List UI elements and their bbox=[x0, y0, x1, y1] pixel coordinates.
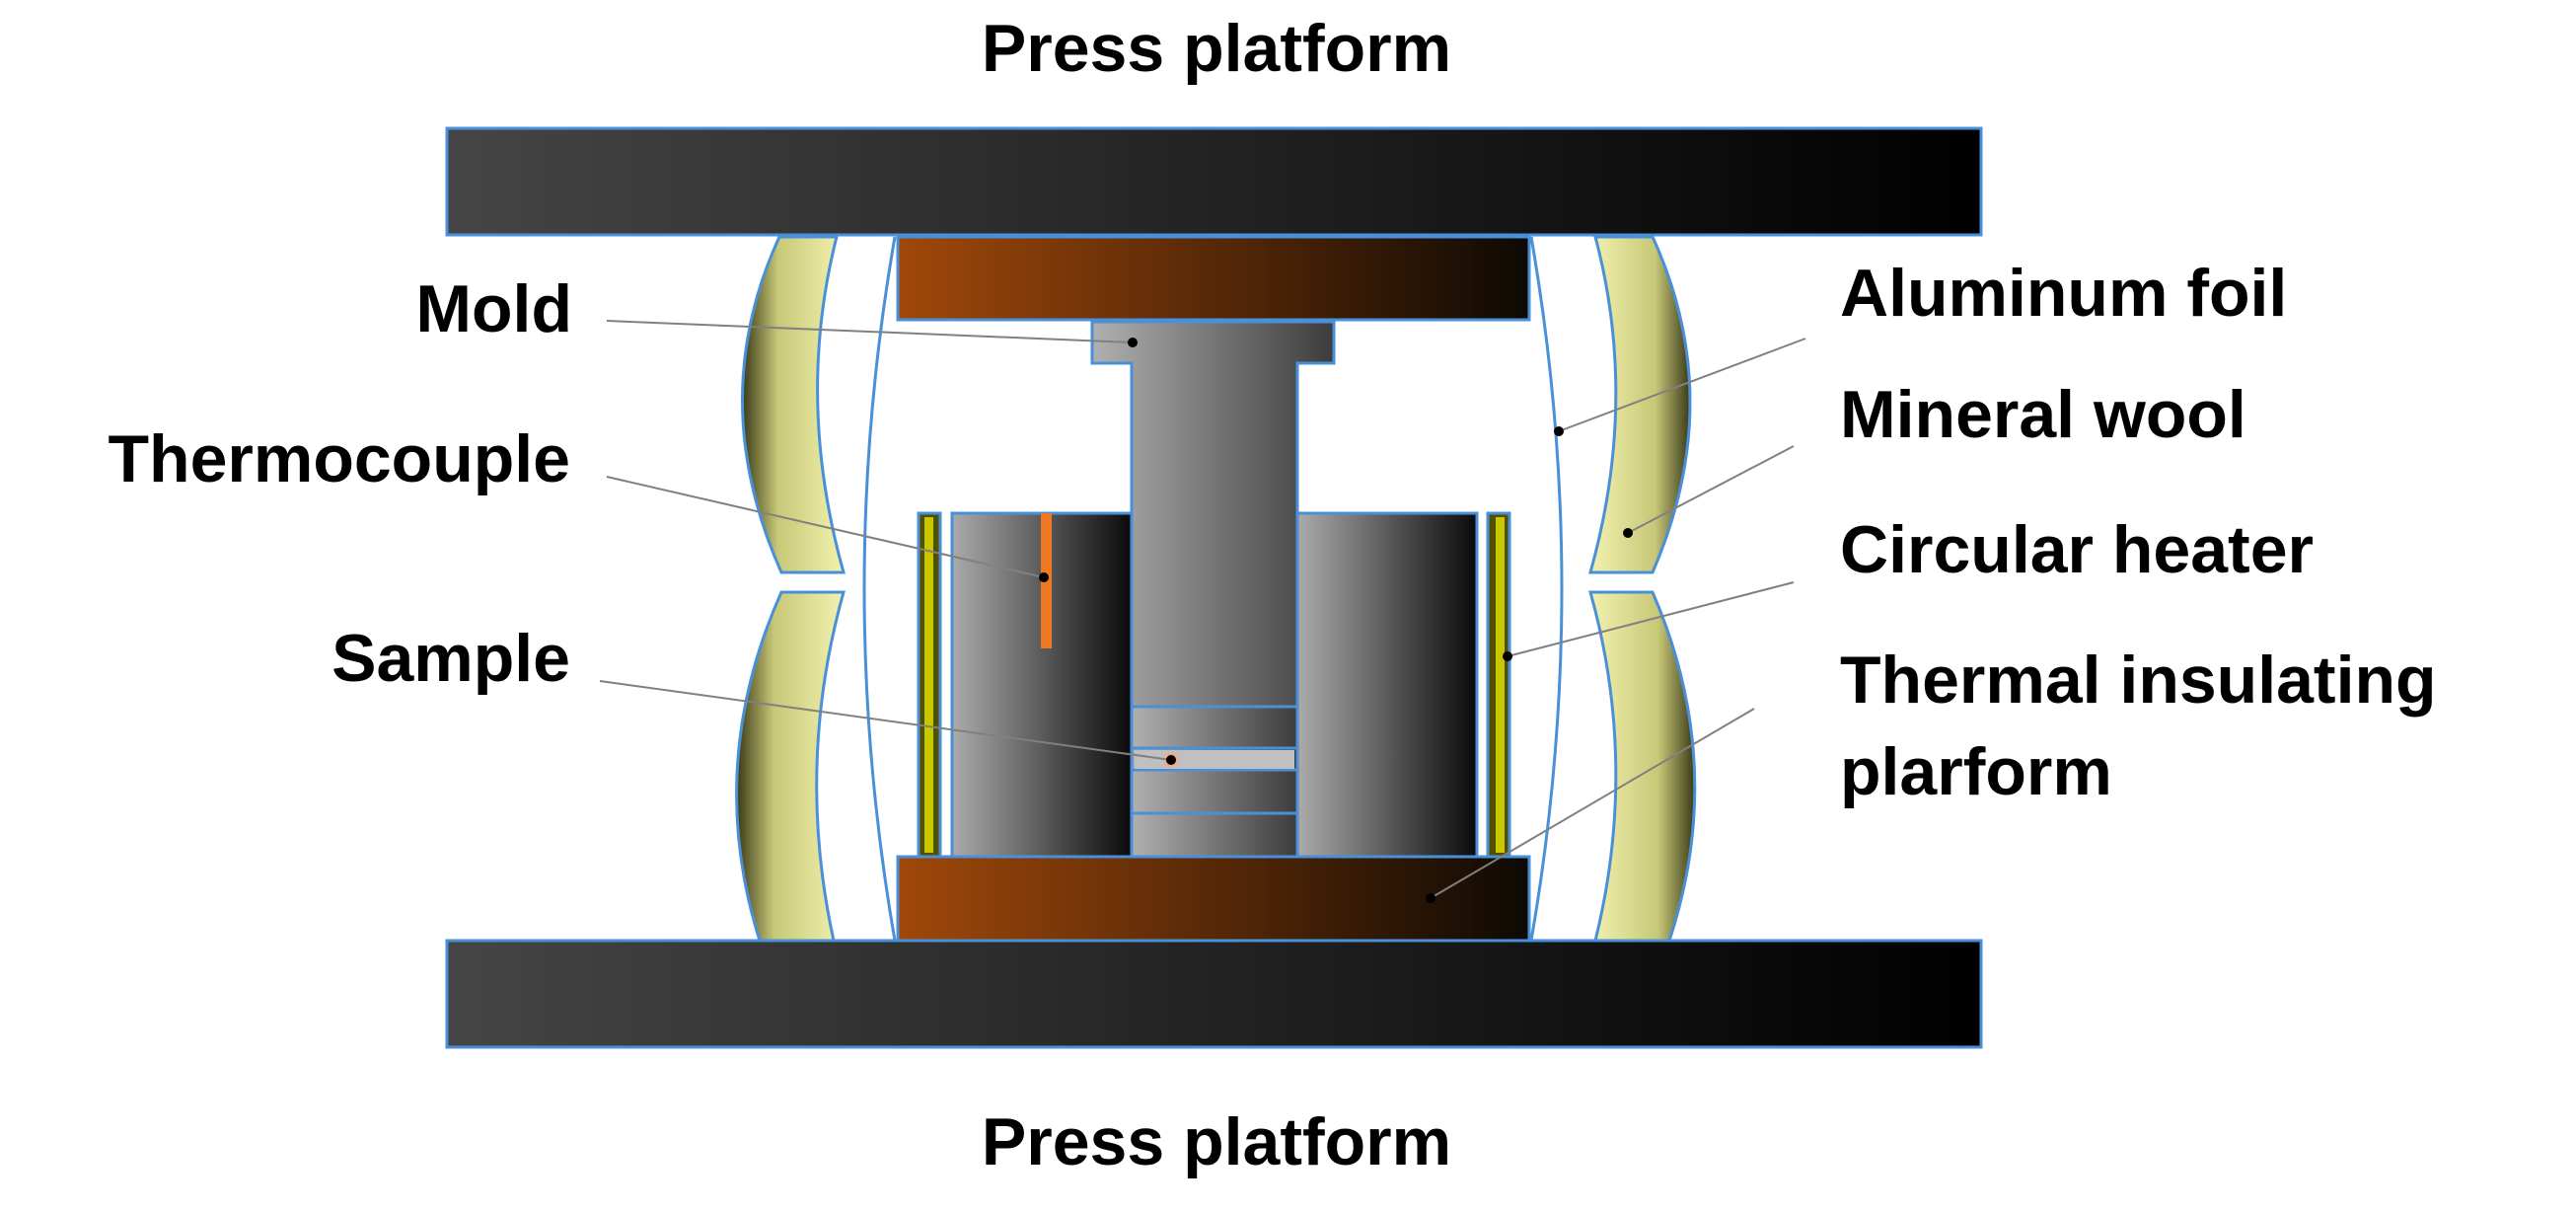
insulating-platform-leader bbox=[1430, 708, 1755, 899]
mineral-wool-right-lower bbox=[1588, 590, 1697, 943]
insulating-platform-label-line2: plarform bbox=[1840, 734, 2112, 809]
sample bbox=[1135, 750, 1294, 769]
mold-label: Mold bbox=[415, 271, 572, 346]
mineral-wool-left-upper bbox=[741, 235, 846, 574]
mineral-wool-left-lower bbox=[735, 590, 846, 943]
insulating-platform-label-line1: Thermal insulating bbox=[1840, 643, 2437, 718]
mineral-wool-leader bbox=[1627, 445, 1795, 534]
mold-lower-punch bbox=[1130, 705, 1299, 859]
aluminum-foil-leader bbox=[1558, 338, 1806, 432]
insulating-platform-dot bbox=[1426, 893, 1435, 903]
bottom-insulating-platform bbox=[896, 855, 1531, 943]
aluminum-foil bbox=[862, 236, 1564, 942]
mold-dot bbox=[1128, 338, 1138, 347]
leader-lines bbox=[599, 320, 1806, 899]
mold-body-right bbox=[1295, 511, 1479, 859]
mold-leader bbox=[606, 320, 1134, 343]
thermocouple-dot bbox=[1039, 572, 1049, 582]
mineral-wool-dot bbox=[1623, 528, 1633, 538]
circular-heater-left-inner bbox=[924, 517, 933, 853]
top-platform-label: Press platform bbox=[982, 11, 1451, 86]
sample-label: Sample bbox=[331, 621, 570, 696]
thermocouple-leader bbox=[606, 476, 1045, 578]
circular-heater-label: Circular heater bbox=[1840, 512, 2314, 587]
mineral-wool-label: Mineral wool bbox=[1840, 377, 2246, 452]
top-press-platform bbox=[445, 126, 1983, 237]
aluminum-foil-label: Aluminum foil bbox=[1840, 256, 2287, 331]
circular-heater-right-inner bbox=[1496, 517, 1505, 853]
mineral-wool-right-upper bbox=[1588, 235, 1692, 574]
sample-dot bbox=[1166, 755, 1176, 765]
circular-heater-leader bbox=[1507, 581, 1795, 657]
aluminum-foil-dot bbox=[1554, 426, 1564, 436]
top-insulating-platform bbox=[896, 235, 1531, 322]
leader-dots bbox=[1039, 338, 1633, 903]
bottom-press-platform bbox=[445, 939, 1983, 1049]
circular-heater-dot bbox=[1503, 651, 1512, 661]
thermocouple-label: Thermocouple bbox=[109, 421, 571, 496]
sample-leader bbox=[599, 680, 1172, 761]
bottom-platform-label: Press platform bbox=[982, 1104, 1451, 1179]
